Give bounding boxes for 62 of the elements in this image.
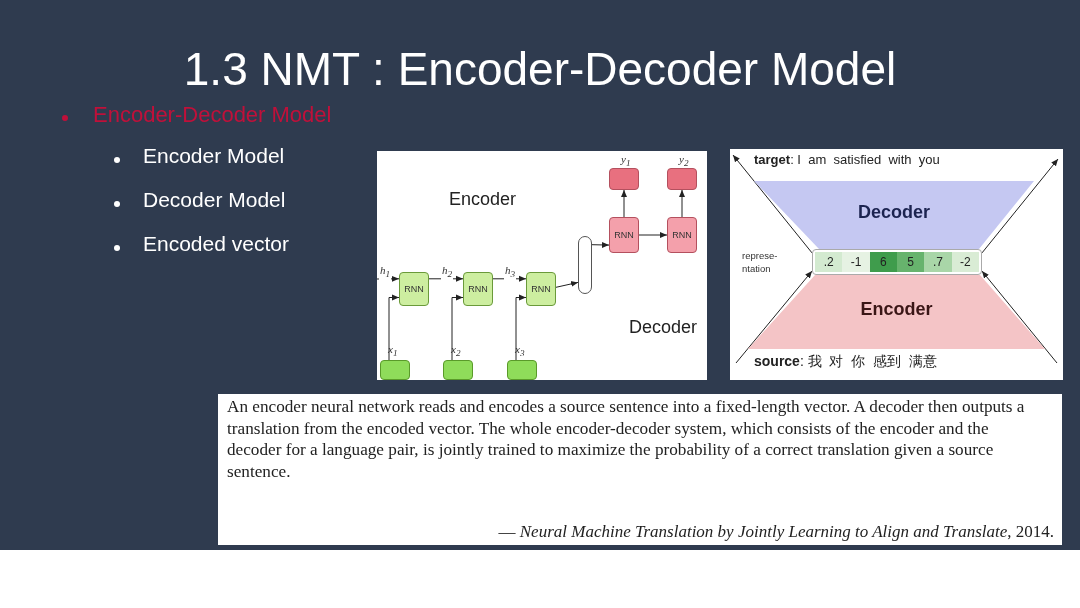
input-box	[380, 360, 410, 380]
arrow	[638, 232, 668, 238]
variable-label: x$_{3}$	[515, 343, 525, 359]
output-box	[609, 168, 639, 190]
arrow	[515, 294, 527, 361]
input-box	[507, 360, 537, 380]
output-box	[667, 168, 697, 190]
vector-value: .2	[815, 252, 843, 272]
arrow	[428, 275, 464, 282]
vector-bar	[812, 249, 982, 275]
target-sentence: target: I am satisfied with you	[754, 152, 940, 167]
side-caption: represe- ntation	[742, 249, 779, 275]
variable-label: y$_{2}$	[679, 153, 689, 169]
bullet-text: Decoder Model	[143, 188, 286, 212]
bullet-text: Encoder-Decoder Model	[93, 102, 332, 128]
variable-label: y$_{1}$	[621, 153, 631, 169]
arrow	[591, 241, 610, 248]
arrow	[376, 275, 400, 282]
arrow	[555, 281, 579, 288]
node-label: RNN	[468, 284, 488, 294]
rnn-box	[667, 217, 697, 253]
edge-label: h$_{1}$	[379, 264, 392, 281]
edge-label: h$_{3}$	[504, 264, 517, 281]
arrow	[492, 275, 527, 282]
trapezoid-label: Encoder	[859, 299, 934, 320]
slide-title: 1.3 NMT : Encoder-Decoder Model	[182, 42, 898, 96]
citation: — Neural Machine Translation by Jointly Learning to Align and Translate, 2014.	[498, 522, 1054, 542]
vector-box	[578, 236, 592, 294]
decoder-trapezoid	[754, 181, 1034, 249]
vector-value: .7	[924, 252, 952, 272]
figure-heading: Decoder	[629, 317, 698, 338]
rnn-box	[399, 272, 429, 306]
node-label: RNN	[531, 284, 551, 294]
vector-value: 5	[897, 252, 925, 272]
arrow	[735, 270, 813, 364]
variable-label: x$_{2}$	[451, 343, 461, 359]
arrow	[621, 189, 627, 218]
bullet-text: Encoded vector	[143, 232, 289, 256]
variable-label: x$_{1}$	[388, 343, 398, 359]
edge-label: h$_{2}$	[441, 264, 454, 281]
arrow	[679, 189, 685, 218]
vector-value: -2	[951, 252, 979, 272]
rnn-box	[609, 217, 639, 253]
input-box	[443, 360, 473, 380]
quote-paragraph: An encoder neural network reads and encodes a source sentence into a fixed-length vector. A decoder then outputs a translation from the encoded vector. The whole encoder-decoder system, which consists of the encoder and the decoder for a language pair, is jointly trained to maximize the probability of a correct translation given a source sentence.	[227, 396, 1026, 482]
arrow	[388, 294, 400, 361]
arrow	[451, 294, 464, 361]
source-sentence: source: 我 对 你 感到 满意	[754, 353, 937, 371]
vector-value: 6	[869, 252, 897, 272]
rnn-box	[526, 272, 556, 306]
rnn-box	[463, 272, 493, 306]
bullet-text: Encoder Model	[143, 144, 285, 168]
arrow	[981, 270, 1058, 364]
vector-value: -1	[842, 252, 870, 272]
trapezoid-label: Decoder	[857, 202, 931, 223]
arrow	[981, 158, 1059, 254]
node-label: RNN	[404, 284, 424, 294]
node-label: RNN	[614, 230, 634, 240]
figure-heading: Encoder	[449, 189, 517, 210]
encoder-trapezoid	[748, 275, 1045, 349]
arrow	[732, 154, 813, 254]
node-label: RNN	[672, 230, 692, 240]
